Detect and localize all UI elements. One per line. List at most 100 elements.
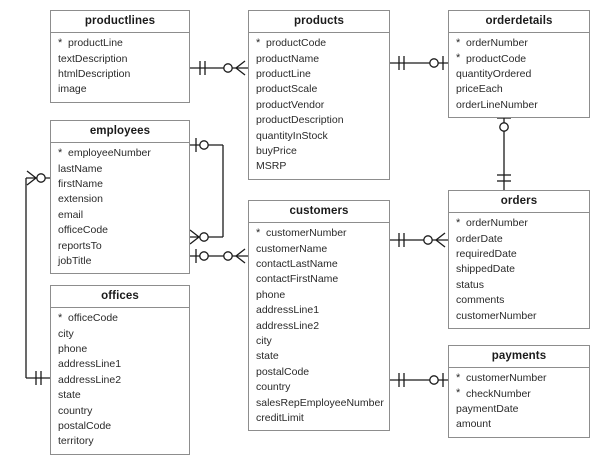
attribute-orders-orderDate: orderDate: [449, 232, 589, 247]
attribute-customers-state: state: [249, 349, 389, 364]
attribute-label: postalCode: [256, 365, 310, 378]
relationship-orderdetails-orders[interactable]: [497, 113, 511, 190]
primary-key-marker: *: [58, 311, 63, 324]
attribute-productlines-textDescription: textDescription: [51, 52, 189, 67]
attribute-customers-creditLimit: creditLimit: [249, 411, 389, 426]
attribute-orders-status: status: [449, 278, 589, 293]
attribute-offices-postalCode: postalCode: [51, 419, 189, 434]
relationship-products-orderdetails[interactable]: [390, 56, 448, 70]
attribute-label: paymentDate: [456, 403, 519, 415]
attribute-orders-customerNumber: customerNumber: [449, 309, 589, 324]
attribute-label: jobTitle: [58, 254, 92, 267]
attribute-label: customerNumber: [466, 372, 547, 385]
attribute-customers-addressLine1: addressLine1: [249, 303, 389, 318]
attribute-employees-reportsTo: reportsTo: [51, 239, 189, 254]
attribute-label: comments: [456, 294, 505, 307]
attribute-productlines-image: image: [51, 82, 189, 97]
relationship-customers-payments[interactable]: [390, 373, 448, 387]
relationship-employees-offices[interactable]: [25, 170, 50, 385]
attribute-products-MSRP: MSRP: [249, 159, 389, 174]
attribute-label: addressLine1: [256, 304, 320, 317]
attribute-customers-contactLastName: contactLastName: [249, 257, 389, 272]
attribute-customers-customerName: customerName: [249, 242, 389, 257]
primary-key-marker: *: [456, 371, 461, 384]
attribute-label: MSRP: [256, 160, 287, 173]
attribute-employees-jobTitle: jobTitle: [51, 254, 189, 269]
attribute-payments-amount: amount: [449, 417, 589, 432]
attribute-employees-officeCode: officeCode: [51, 223, 189, 238]
primary-key-marker: *: [58, 146, 63, 159]
attribute-label: customerNumber: [266, 227, 347, 240]
attribute-orders-orderNumber: *orderNumber: [449, 216, 589, 231]
attribute-orderdetails-orderNumber: *orderNumber: [449, 36, 589, 51]
attribute-products-productDescription: productDescription: [249, 113, 389, 128]
attribute-label: status: [456, 278, 485, 291]
attribute-offices-officeCode: *officeCode: [51, 311, 189, 326]
attribute-products-productLine: productLine: [249, 67, 389, 82]
attribute-label: contactFirstName: [256, 273, 339, 286]
attribute-orders-shippedDate: shippedDate: [449, 262, 589, 277]
attribute-label: productName: [256, 52, 320, 65]
attribute-label: requiredDate: [456, 248, 517, 260]
attribute-label: state: [58, 389, 81, 402]
attribute-offices-phone: phone: [51, 342, 189, 357]
relationship-employees-reportsto[interactable]: [189, 138, 224, 245]
attribute-label: productDescription: [256, 114, 344, 127]
primary-key-marker: *: [256, 226, 261, 239]
attribute-employees-firstName: firstName: [51, 177, 189, 192]
attribute-customers-contactFirstName: contactFirstName: [249, 272, 389, 287]
attribute-label: customerNumber: [456, 309, 537, 322]
attribute-products-productScale: productScale: [249, 82, 389, 97]
relationship-productlines-products[interactable]: [190, 60, 248, 76]
attribute-label: orderDate: [456, 232, 503, 245]
primary-key-marker: *: [456, 52, 461, 65]
attribute-label: addressLine2: [58, 373, 122, 386]
attribute-customers-customerNumber: * customerNumber: [249, 226, 389, 241]
attribute-payments-checkNumber: *checkNumber: [449, 387, 589, 402]
attribute-payments-paymentDate: paymentDate: [449, 402, 589, 417]
attribute-productlines-productLine: *productLine: [51, 36, 189, 51]
attribute-label: officeCode: [58, 224, 109, 237]
attribute-orders-requiredDate: requiredDate: [449, 247, 589, 262]
attribute-label: productCode: [466, 52, 527, 65]
attribute-label: quantityOrdered: [456, 68, 532, 80]
attribute-label: customerName: [256, 242, 328, 255]
attribute-label: lastName: [58, 162, 103, 175]
attribute-customers-country: country: [249, 380, 389, 395]
attribute-label: city: [256, 334, 272, 347]
attribute-offices-addressLine2: addressLine2: [51, 373, 189, 388]
attribute-offices-state: state: [51, 388, 189, 403]
attribute-offices-city: city: [51, 327, 189, 342]
attribute-label: firstName: [58, 178, 103, 190]
attribute-employees-extension: extension: [51, 192, 189, 207]
entity-title-products: products: [249, 11, 389, 34]
attribute-customers-phone: phone: [249, 288, 389, 303]
attribute-label: territory: [58, 435, 94, 448]
attribute-customers-city: city: [249, 334, 389, 349]
attribute-label: addressLine2: [256, 319, 320, 332]
attribute-label: priceEach: [456, 83, 503, 96]
attribute-label: productLine: [68, 37, 123, 50]
attribute-label: contactLastName: [256, 258, 338, 270]
relationship-employees-customers[interactable]: [190, 248, 248, 264]
attribute-orderdetails-orderLineNumber: orderLineNumber: [449, 98, 589, 113]
attribute-offices-country: country: [51, 404, 189, 419]
relationship-customers-orders[interactable]: [390, 232, 448, 248]
attribute-employees-email: email: [51, 208, 189, 223]
attribute-orderdetails-productCode: * productCode: [449, 52, 589, 67]
entity-title-orders: orders: [449, 191, 589, 214]
attribute-offices-addressLine1: addressLine1: [51, 357, 189, 372]
attribute-label: addressLine1: [58, 358, 122, 371]
